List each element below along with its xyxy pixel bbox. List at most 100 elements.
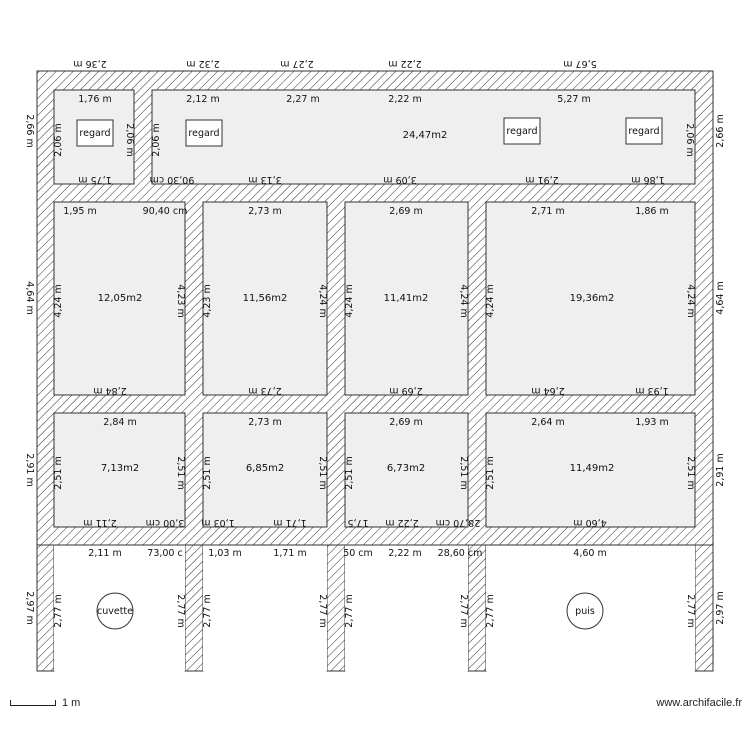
regard-label: regard	[79, 128, 110, 139]
room-area-label: 11,49m2	[570, 463, 615, 474]
fixtures: regard regard regard regard cuvette puis	[76, 117, 663, 630]
watermark: www.archifacile.fr	[656, 697, 742, 709]
dimension-label: 2,51 m	[53, 456, 64, 489]
room-area-label: 11,56m2	[243, 293, 288, 304]
dimension-label: 1,93 m	[635, 417, 668, 428]
dimension-label: 3,09 m	[383, 174, 416, 185]
regard-box	[625, 117, 663, 145]
dimension-label: 3,13 m	[248, 174, 281, 185]
dimension-label: 2,64 m	[531, 385, 564, 396]
puis-circle	[566, 592, 604, 630]
dimension-label: 4,24 m	[317, 284, 328, 317]
room-area-label: 24,47m2	[403, 130, 448, 141]
scale-bar-line	[10, 700, 56, 706]
wall-segment	[36, 544, 55, 672]
outer-right-dimension: 2,91 m	[715, 453, 726, 486]
outer-right-dimension: 4,64 m	[715, 281, 726, 314]
outer-left-dimension: 2,91 m	[24, 453, 35, 486]
room	[151, 89, 696, 185]
dimension-label: 1,03 m	[208, 548, 241, 559]
room-area-label: 11,41m2	[384, 293, 429, 304]
dimension-label: 28,60 cm	[438, 548, 483, 559]
dimension-label: 4,23 m	[202, 284, 213, 317]
dimension-label: 4,23 m	[175, 284, 186, 317]
dimension-label: 2,51 m	[485, 456, 496, 489]
dimension-label: 1,71 m	[273, 517, 306, 528]
outer-right-dimension: 2,97 m	[715, 591, 726, 624]
open-bay	[345, 545, 468, 671]
room	[53, 412, 186, 528]
dimension-label: 4,60 m	[573, 517, 606, 528]
outer-left-dimension: 4,64 m	[24, 281, 35, 314]
regard-label: regard	[628, 126, 659, 137]
dimension-label: 90,40 cm	[143, 206, 188, 217]
dimension-label: 2,11 m	[83, 517, 116, 528]
dimension-label: 2,06 m	[53, 123, 64, 156]
dimension-label: 1,86 m	[631, 174, 664, 185]
outer-left-dimension: 2,66 m	[24, 114, 35, 147]
dimension-label: 2,69 m	[389, 385, 422, 396]
dimension-label: 2,12 m	[186, 94, 219, 105]
dimension-label: 1,76 m	[78, 94, 111, 105]
dimension-label: 2,77 m	[685, 594, 696, 627]
dimension-label: 90,30 cm	[150, 174, 195, 185]
room	[344, 412, 469, 528]
dimension-label: 2,51 m	[317, 456, 328, 489]
outer-left-dimension: 2,97 m	[24, 591, 35, 624]
cuvette-circle	[96, 592, 134, 630]
dimension-label: 4,24 m	[344, 284, 355, 317]
puis-label: puis	[575, 606, 595, 617]
dimension-label: 4,24 m	[485, 284, 496, 317]
dimension-label: 2,73 m	[248, 206, 281, 217]
dimension-label: 2,51 m	[202, 456, 213, 489]
dimension-label: 2,22 m	[385, 517, 418, 528]
dimension-label: 2,06 m	[151, 123, 162, 156]
dimension-label: 2,71 m	[531, 206, 564, 217]
wall-segment	[467, 544, 487, 672]
dimension-label: 2,27 m	[286, 94, 319, 105]
outer-top-dimension: 5,67 m	[563, 58, 596, 69]
regard-label: regard	[188, 128, 219, 139]
dimension-label: 4,24 m	[53, 284, 64, 317]
room	[485, 201, 696, 396]
dimension-label: 2,51 m	[685, 456, 696, 489]
dimension-label: 2,64 m	[531, 417, 564, 428]
wall-segment	[184, 544, 204, 672]
dimension-label: 2,69 m	[389, 206, 422, 217]
dimension-label: 1,95 m	[63, 206, 96, 217]
open-bay	[203, 545, 327, 671]
dimension-label: 2,22 m	[388, 548, 421, 559]
dimension-label: 2,84 m	[93, 385, 126, 396]
dimension-label: 17,5	[347, 517, 368, 528]
dimension-label: 2,77 m	[458, 594, 469, 627]
wall-segment	[694, 544, 714, 672]
room	[344, 201, 469, 396]
dimension-label: 2,69 m	[389, 417, 422, 428]
room-area-label: 19,36m2	[570, 293, 615, 304]
dimension-label: 2,22 m	[388, 94, 421, 105]
dimension-label: 2,11 m	[88, 548, 121, 559]
outer-top-dimension: 2,22 m	[388, 58, 421, 69]
dimension-label: 1,86 m	[635, 206, 668, 217]
room	[202, 201, 328, 396]
room-area-label: 6,73m2	[387, 463, 425, 474]
dimension-label: 2,84 m	[103, 417, 136, 428]
dimension-label: 2,77 m	[202, 594, 213, 627]
regard-box	[185, 119, 223, 147]
outer-top-dimension: 2,32 m	[186, 58, 219, 69]
dimension-label: 2,73 m	[248, 385, 281, 396]
cuvette-label: cuvette	[97, 606, 133, 617]
scale-label: 1 m	[62, 697, 81, 709]
regard-label: regard	[506, 126, 537, 137]
dimension-label: 4,24 m	[685, 284, 696, 317]
outer-right-dimension: 2,66 m	[715, 114, 726, 147]
dimension-label: 2,06 m	[684, 123, 695, 156]
dimension-label: 1,93 m	[635, 385, 668, 396]
dimension-label: 2,91 m	[525, 174, 558, 185]
dimension-label: 4,60 m	[573, 548, 606, 559]
room-area-label: 6,85m2	[246, 463, 284, 474]
dimension-label: 1,03 m	[201, 517, 234, 528]
room	[53, 201, 186, 396]
